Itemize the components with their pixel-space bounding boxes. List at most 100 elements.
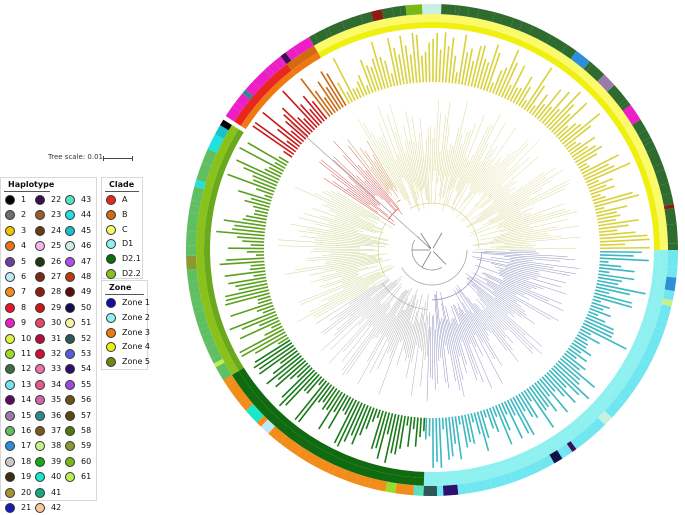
haplotype-ring-segment <box>413 485 423 496</box>
legend-item: 40 <box>35 471 61 483</box>
legend-label: 7 <box>21 287 26 296</box>
haplotype-ring-segment <box>459 6 470 17</box>
legend-label: 11 <box>21 349 31 358</box>
legend-item: 16 <box>5 425 31 437</box>
legend-label: 12 <box>21 364 31 373</box>
legend-item: 34 <box>35 379 61 391</box>
tree-branch <box>499 272 566 294</box>
tree-branch <box>440 293 460 391</box>
haplotype-bar <box>242 241 264 242</box>
legend-swatch <box>5 257 15 267</box>
haplotype-bar <box>554 366 589 399</box>
haplotype-ring-segment <box>437 486 444 496</box>
legend-label: 10 <box>21 334 31 343</box>
tree-branch <box>474 304 519 362</box>
legend-item: 50 <box>65 302 91 314</box>
legend-label: C <box>122 225 128 234</box>
legend-item: 52 <box>65 333 91 345</box>
haplotype-bar <box>426 418 427 440</box>
legend-swatch <box>35 318 45 328</box>
haplotype-bar <box>443 418 444 430</box>
tree-branch <box>403 126 417 187</box>
legend-swatch <box>35 272 45 282</box>
legend-label: 1 <box>21 195 26 204</box>
tree-branch <box>459 114 501 197</box>
legend-item: 8 <box>5 302 26 314</box>
haplotype-bar <box>600 261 609 262</box>
legend-item: 61 <box>65 471 91 483</box>
clade-legend-title: Clade <box>105 178 139 192</box>
haplotype-ring-segment <box>443 485 458 496</box>
haplotype-bar <box>286 121 306 139</box>
legend-item: B <box>106 209 128 221</box>
legend-label: 17 <box>21 441 31 450</box>
legend-item: 11 <box>5 348 31 360</box>
legend-label: 46 <box>81 241 91 250</box>
tree-branch <box>358 165 391 203</box>
tree-branch <box>473 273 558 321</box>
legend-label: B <box>122 210 128 219</box>
tree-branch <box>324 298 371 335</box>
haplotype-ring-segment <box>187 269 198 282</box>
legend-swatch <box>35 457 45 467</box>
haplotype-bar <box>407 416 408 425</box>
tree-branch <box>314 282 375 316</box>
haplotype-bar <box>459 416 460 425</box>
tree-branch <box>387 115 419 212</box>
tree-branch <box>488 157 530 197</box>
legend-label: 28 <box>51 287 61 296</box>
haplotype-bar <box>471 413 473 422</box>
tree-branch <box>378 141 409 205</box>
legend-item: 31 <box>35 333 61 345</box>
tree-branch <box>378 122 402 179</box>
legend-label: 30 <box>51 318 61 327</box>
tree-branch <box>408 294 422 358</box>
legend-label: 60 <box>81 457 91 466</box>
haplotype-bar <box>510 88 517 102</box>
legend-swatch <box>106 254 116 264</box>
haplotype-bar <box>385 61 392 87</box>
haplotype-bar <box>263 113 302 145</box>
legend-label: 39 <box>51 457 61 466</box>
legend-label: Zone 4 <box>122 342 150 351</box>
legend-label: 22 <box>51 195 61 204</box>
tree-branch <box>473 170 563 225</box>
legend-swatch <box>5 303 15 313</box>
legend-label: 50 <box>81 303 91 312</box>
legend-swatch <box>65 195 75 205</box>
haplotype-bar <box>220 261 265 264</box>
haplotype-bar <box>283 91 317 127</box>
legend-item: 13 <box>5 379 31 391</box>
legend-item: 46 <box>65 240 91 252</box>
tree-branch <box>480 299 533 354</box>
tree-branch <box>503 280 562 304</box>
tree-branch <box>435 113 441 206</box>
tree-branch <box>469 166 492 198</box>
legend-item: Zone 1 <box>106 297 150 309</box>
tree-arc <box>402 250 467 285</box>
legend-swatch <box>106 210 116 220</box>
tree-branch <box>433 233 442 249</box>
tree-branch <box>320 216 376 233</box>
haplotype-bar <box>250 268 265 270</box>
tree-branch <box>406 111 424 208</box>
tree-branch <box>491 245 537 247</box>
legend-swatch <box>65 257 75 267</box>
legend-item: 33 <box>35 363 61 375</box>
legend-swatch <box>65 226 75 236</box>
tree-branch <box>427 312 430 401</box>
legend-swatch <box>65 334 75 344</box>
haplotype-bar <box>600 248 650 249</box>
tree-branch <box>434 126 435 170</box>
legend-item: 22 <box>35 194 61 206</box>
haplotype-bar <box>455 72 457 83</box>
tree-branch <box>479 151 515 194</box>
haplotype-bar <box>600 235 648 238</box>
tree-branch <box>427 329 428 356</box>
legend-label: 47 <box>81 257 91 266</box>
haplotype-bar <box>255 335 287 353</box>
haplotype-bar <box>231 302 273 316</box>
haplotype-bar <box>530 387 547 410</box>
tree-branch <box>412 322 419 362</box>
legend-item: 26 <box>35 256 61 268</box>
